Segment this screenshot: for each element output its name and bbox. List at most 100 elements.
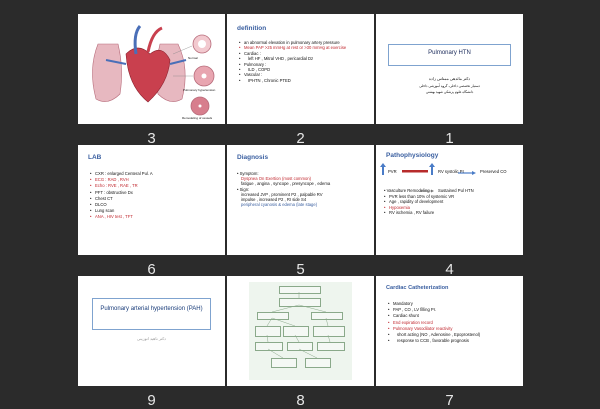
flowchart-connectors [266,292,331,359]
slide-7-bullets: Mandatory PAP , CO , LV filling Pr. Card… [388,301,480,345]
bullet: DLCO [90,202,153,208]
slide-6-title: LAB [88,154,102,161]
slide-5-canvas[interactable]: Diagnosis • Symptom: Dyspnea On Exertion… [227,145,374,255]
slide-9-title: Pulmonary arterial hypertension (PAH) [100,306,203,312]
slide-9-canvas[interactable]: Pulmonary arterial hypertension (PAH) دک… [78,276,225,386]
slide-5-line: • Sign: [237,187,250,192]
flowchart-node [255,342,283,351]
line-text: Vasculture Remodeling [386,188,430,193]
label-rv-systolic: RV systolic Pr [438,169,464,174]
slide-7-title: Cardiac Catheterization [386,285,449,291]
slide-thumbnail-2[interactable]: definition an abnormal elevation in pulm… [227,14,374,147]
slide-number-2: 2 [296,130,305,147]
slide-8-canvas[interactable] [227,276,374,386]
label-remodeling: Remodeling of vessels [182,116,213,120]
slide-thumbnail-9[interactable]: Pulmonary arterial hypertension (PAH) دک… [78,276,225,409]
slide-4-canvas[interactable]: Pathophysiology PVR RV systolic Pr Prese… [376,145,523,255]
bullet: IPHTN , Chronic PTED [239,78,346,84]
slide-1-canvas[interactable]: Pulmonary HTN دکتر مائدهى ممتاس زاده دست… [376,14,523,124]
slide-5-title: Diagnosis [237,154,269,161]
label-pulmonary-hypertension: Pulmonary hypertension [183,88,216,92]
bullet: Cardiac : [239,51,346,57]
slide-1-affiliation-1: دستیار تخصصی داخلی، گروه آموزشی داخلی [419,84,480,88]
slide-5-line: • Symptom: [237,171,259,176]
slide-1-author: دکتر مائدهى ممتاس زاده [428,76,471,81]
slide-number-5: 5 [296,261,305,278]
flowchart-node [257,312,289,320]
slide-thumbnail-4[interactable]: Pathophysiology PVR RV systolic Pr Prese… [376,145,523,278]
bullet: short acting (NO , Adenosine , Epoproste… [388,332,480,338]
flowchart-node [255,326,281,337]
slide-thumbnail-6[interactable]: LAB CXR : enlarged Centeral Pul. A ECG :… [78,145,225,278]
heart-lung-illustration [78,14,225,124]
slide-number-4: 4 [445,261,454,278]
slide-5-line: increased JVP , prominent P2 , palpable … [241,192,323,197]
bullet: response to CCB , favorable prognosis [388,338,480,344]
bullet: Cardiac shunt [388,313,480,319]
slide-6-canvas[interactable]: LAB CXR : enlarged Centeral Pul. A ECG :… [78,145,225,255]
slide-number-8: 8 [296,392,305,409]
slide-2-canvas[interactable]: definition an abnormal elevation in pulm… [227,14,374,124]
bullet: RV ischemia , RV failure [384,210,454,216]
bullet: an abnormal elevation in pulmonary arter… [239,40,346,46]
slide-number-6: 6 [147,261,156,278]
bullet: End expiration record [388,320,480,326]
slide-2-bullets: an abnormal elevation in pulmonary arter… [239,40,346,84]
slide-3-canvas[interactable]: Normal Pulmonary hypertension Remodeling… [78,14,225,124]
slide-number-1: 1 [445,130,454,147]
title-box [388,44,511,66]
bullet: Echo : RVE , RAE , TR [90,183,153,189]
line-text: Symptom: [239,171,259,176]
bullet: ECG : RAD , RVH [90,177,153,183]
label-remodeling: • Vasculture Remodeling [384,188,430,193]
slide-4-bullets: PVR less than 10% of systemic VR Age , r… [384,194,454,216]
bullet: PAP , CO , LV filling Pr. [388,307,480,313]
slide-thumbnail-7[interactable]: Cardiac Catheterization Mandatory PAP , … [376,276,523,409]
slide-2-title: definition [237,25,267,32]
flowchart-node [279,298,321,307]
bullet: ANA , HIV test , TFT [90,214,153,220]
label-pvr: PVR [388,169,397,174]
label-normal: Normal [188,56,198,60]
flowchart-node [279,286,321,294]
bullet: Hypoxemia [384,205,454,211]
flowchart-node [311,312,343,320]
bullet: CXR : enlarged Centeral Pul. A [90,171,153,177]
line-text: Sign: [239,187,250,192]
bullet: Vascular : [239,72,346,78]
bullet: PFT : obstructive Dx [90,190,153,196]
bullet: Age , rapidity of development [384,199,454,205]
bullet: Pulmonary : [239,62,346,68]
pathophysiology-arrows [380,163,476,193]
slide-sorter-grid: Normal Pulmonary hypertension Remodeling… [0,0,600,400]
flowchart-node [287,342,313,351]
slide-thumbnail-3[interactable]: Normal Pulmonary hypertension Remodeling… [78,14,225,147]
slide-5-line: fatigue , angina , syncope , presyncope … [241,181,331,186]
slide-number-9: 9 [147,392,156,409]
flowchart-node [317,342,345,351]
flowchart-node [305,358,331,368]
slide-thumbnail-8[interactable]: 8 [227,276,374,409]
bullet: Lung scan [90,208,153,214]
bullet: Mandatory [388,301,480,307]
slide-7-canvas[interactable]: Cardiac Catheterization Mandatory PAP , … [376,276,523,386]
bullet: Chest CT [90,196,153,202]
bullet: PVR less than 10% of systemic VR [384,194,454,200]
slide-5-line: impulse , increased P2 , RI side S4 [241,197,307,202]
label-preserved-co: Preserved CO [480,169,507,174]
slide-5-line: peripheral cyanosis & edema (late stage) [241,202,318,207]
slide-4-title: Pathophysiology [386,152,439,159]
slide-thumbnail-5[interactable]: Diagnosis • Symptom: Dyspnea On Exertion… [227,145,374,278]
title-box [92,298,211,330]
slide-9-subtitle: دکتر ناهید اتوزینی [137,336,166,341]
slide-1-title: Pulmonary HTN [428,50,471,56]
flowchart-node [313,326,345,337]
slide-6-bullets: CXR : enlarged Centeral Pul. A ECG : RAD… [90,171,153,221]
bullet: Pulmonary Vasodilator reactivity [388,326,480,332]
slide-thumbnail-1[interactable]: Pulmonary HTN دکتر مائدهى ممتاس زاده دست… [376,14,523,147]
slide-1-affiliation-2: دانشگاه علوم پزشکی شهید بهشتی [425,90,474,94]
flowchart-node [271,358,297,368]
bullet: left HF , Mitral VHD , pericardial Dz [239,56,346,62]
slide-5-line: Dyspnea On Exertion (most common) [241,176,312,181]
bullet: ILD , COPD [239,67,346,73]
